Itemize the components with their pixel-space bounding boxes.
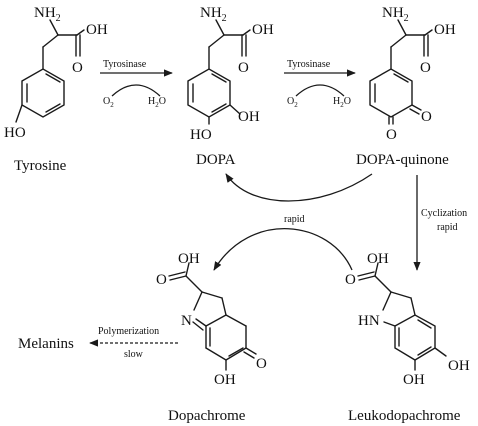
product-label-2: H2O	[333, 96, 351, 109]
dopa-quinone-structure	[369, 19, 433, 125]
leuko-nh-label: HN	[358, 313, 380, 329]
dopa-acid-label: OH	[252, 22, 274, 38]
quinone-o1-label: O	[421, 109, 432, 125]
dopachrome-structure	[168, 262, 257, 371]
cyclization-rate: rapid	[437, 222, 458, 233]
dopa-oh3-label: OH	[238, 109, 260, 125]
leuko-oh2-label: OH	[403, 372, 425, 388]
quinone-amine-label: NH2	[382, 5, 409, 24]
dopachrome-keto-label: O	[256, 356, 267, 372]
melanins-name: Melanins	[18, 336, 74, 352]
redox-arrow-to-dopa	[225, 173, 373, 202]
leuko-carbonyl-label: O	[345, 272, 356, 288]
tyrosine-name: Tyrosine	[14, 158, 67, 174]
exchange-rate: rapid	[284, 214, 305, 225]
enzyme-label-2: Tyrosinase	[287, 59, 331, 70]
cofactor-curve-2	[295, 84, 345, 97]
tyrosine-phenol-label: HO	[4, 125, 26, 141]
dopachrome-n-label: N	[181, 313, 192, 329]
dopachrome-carbonyl-label: O	[156, 272, 167, 288]
dopa-amine-label: NH2	[200, 5, 227, 24]
leukodopachrome-name: Leukodopachrome	[348, 408, 461, 424]
dopa-name: DOPA	[196, 152, 236, 168]
enzyme-label-1: Tyrosinase	[103, 59, 147, 70]
dopachrome-oh-label: OH	[214, 372, 236, 388]
polymerization-rate: slow	[124, 349, 144, 360]
leuko-acid-label: OH	[367, 251, 389, 267]
reactant-label-1: O2	[103, 96, 114, 109]
tyrosine-structure	[15, 19, 85, 123]
product-label-1: H2O	[148, 96, 166, 109]
dopa-quinone-name: DOPA-quinone	[356, 152, 449, 168]
tyrosine-acid-label: OH	[86, 22, 108, 38]
dopa-structure	[187, 19, 251, 125]
leuko-oh1-label: OH	[448, 358, 470, 374]
dopa-carbonyl-label: O	[238, 60, 249, 76]
dopachrome-acid-label: OH	[178, 251, 200, 267]
dopa-oh4-label: HO	[190, 127, 212, 143]
polymerization-label: Polymerization	[98, 326, 159, 337]
cyclization-label: Cyclization	[421, 208, 467, 219]
tyrosine-amine-label: NH2	[34, 5, 61, 24]
redox-arrow-to-dopachrome	[213, 228, 353, 271]
cofactor-curve-1	[111, 84, 161, 97]
tyrosine-carbonyl-label: O	[72, 60, 83, 76]
quinone-acid-label: OH	[434, 22, 456, 38]
reactant-label-2: O2	[287, 96, 298, 109]
leukodopachrome-structure	[357, 262, 447, 371]
quinone-o2-label: O	[386, 127, 397, 143]
dopachrome-name: Dopachrome	[168, 408, 246, 424]
quinone-carbonyl-label: O	[420, 60, 431, 76]
